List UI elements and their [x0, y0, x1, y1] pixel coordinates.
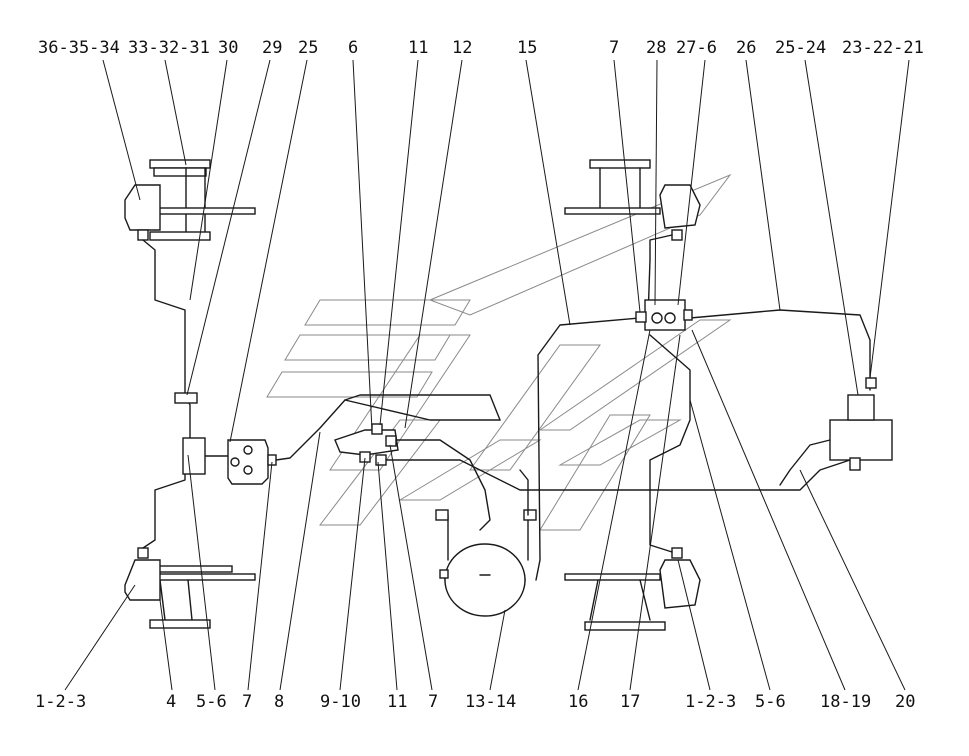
callout-6: 6 — [348, 38, 358, 58]
callout-17: 17 — [620, 692, 640, 712]
callout-27-6: 27-6 — [676, 38, 717, 58]
callout-7-left: 7 — [242, 692, 252, 712]
relay-valve-right — [635, 299, 693, 331]
wheel-front-right — [564, 159, 701, 241]
relay-valve-left — [227, 439, 277, 485]
callout-11: 11 — [408, 38, 428, 58]
wheel-rear-left — [124, 547, 256, 629]
callouts-bottom: 1-2-3 4 5-6 7 8 9-10 11 7 13-14 16 17 1-… — [35, 692, 915, 712]
callout-1-2-3-left: 1-2-3 — [35, 692, 86, 712]
callout-36-35-34: 36-35-34 — [38, 38, 120, 58]
callout-12: 12 — [452, 38, 472, 58]
callout-5-6-right: 5-6 — [755, 692, 786, 712]
callouts-top: 36-35-34 33-32-31 30 29 25 6 11 12 15 7 … — [38, 38, 924, 58]
right-brake-lines — [535, 234, 871, 581]
brake-chamber-right — [779, 377, 893, 486]
callout-26: 26 — [736, 38, 756, 58]
callout-23-22-21: 23-22-21 — [842, 38, 924, 58]
callout-33-32-31: 33-32-31 — [128, 38, 210, 58]
left-supply-line-2 — [344, 399, 501, 421]
callout-5-6-left: 5-6 — [196, 692, 227, 712]
callout-30: 30 — [218, 38, 238, 58]
callout-28: 28 — [646, 38, 666, 58]
callout-29: 29 — [262, 38, 282, 58]
callout-15: 15 — [517, 38, 537, 58]
callout-16: 16 — [568, 692, 588, 712]
callout-1-2-3-right: 1-2-3 — [685, 692, 736, 712]
callout-25: 25 — [298, 38, 318, 58]
callout-4: 4 — [166, 692, 176, 712]
callout-7: 7 — [609, 38, 619, 58]
leader-lines — [64, 59, 910, 691]
wheel-front-left — [124, 159, 256, 241]
callout-20: 20 — [895, 692, 915, 712]
callout-25-24: 25-24 — [775, 38, 826, 58]
callout-18-19: 18-19 — [820, 692, 871, 712]
air-tank — [435, 469, 537, 617]
left-brake-lines — [142, 239, 231, 549]
callout-13-14: 13-14 — [465, 692, 516, 712]
wheel-rear-right — [564, 547, 701, 631]
callout-8: 8 — [274, 692, 284, 712]
watermark-logo — [266, 173, 732, 531]
middle-manifold — [334, 423, 851, 531]
callout-9-10: 9-10 — [320, 692, 361, 712]
callout-11-bottom: 11 — [387, 692, 407, 712]
callout-7-middle: 7 — [428, 692, 438, 712]
